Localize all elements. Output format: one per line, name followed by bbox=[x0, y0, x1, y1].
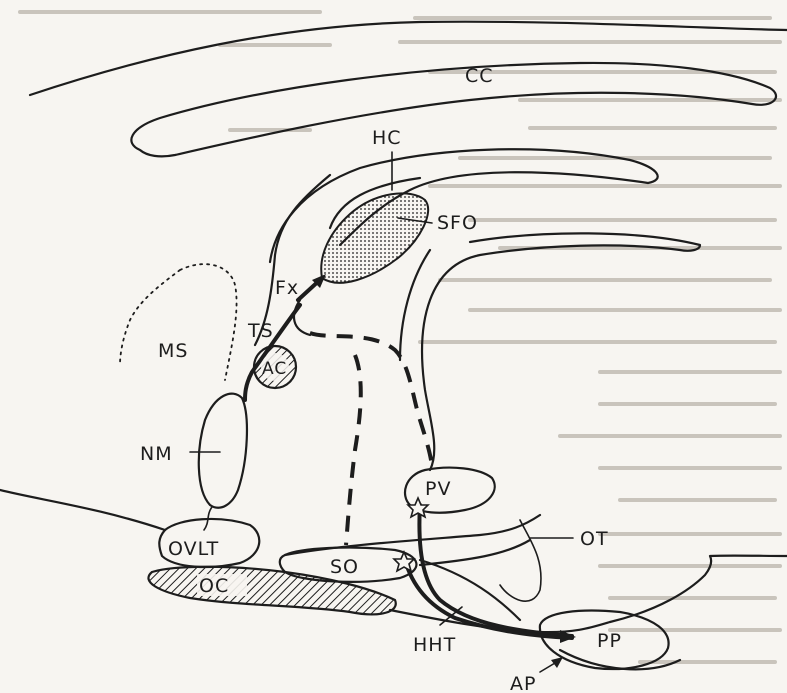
label-oc: OC bbox=[199, 575, 229, 597]
hht-tract-so bbox=[405, 560, 572, 638]
label-fx: Fx bbox=[275, 277, 299, 299]
subfornical-organ bbox=[321, 193, 428, 282]
cortex-outline bbox=[30, 22, 787, 95]
nucleus-medianus bbox=[199, 394, 247, 508]
ap-arrowhead bbox=[551, 657, 563, 668]
medial-septum-outline bbox=[120, 264, 237, 380]
label-ovlt: OVLT bbox=[168, 538, 219, 560]
label-hht: HHT bbox=[413, 634, 456, 656]
hypothalamus-floor bbox=[0, 490, 165, 530]
label-ac: AC bbox=[262, 359, 287, 379]
label-so: SO bbox=[330, 556, 359, 578]
label-ot: OT bbox=[580, 528, 609, 550]
pathway-fx-so bbox=[346, 355, 361, 545]
fornix-column bbox=[294, 300, 310, 335]
label-ap: AP bbox=[510, 673, 536, 693]
label-ms: MS bbox=[158, 340, 188, 362]
pathway-fx-pv bbox=[310, 333, 432, 470]
label-pv: PV bbox=[425, 478, 451, 500]
label-nm: NM bbox=[140, 443, 173, 465]
label-sfo: SFO bbox=[437, 212, 478, 234]
corpus-callosum bbox=[131, 63, 776, 156]
anterior-pituitary bbox=[560, 650, 680, 669]
label-hc: HC bbox=[372, 127, 402, 149]
label-ts: TS bbox=[247, 320, 274, 342]
label-cc: CC bbox=[465, 65, 494, 87]
optic-tract-edge bbox=[500, 520, 541, 601]
median-eminence-outline bbox=[420, 560, 520, 620]
label-pp: PP bbox=[597, 630, 622, 652]
